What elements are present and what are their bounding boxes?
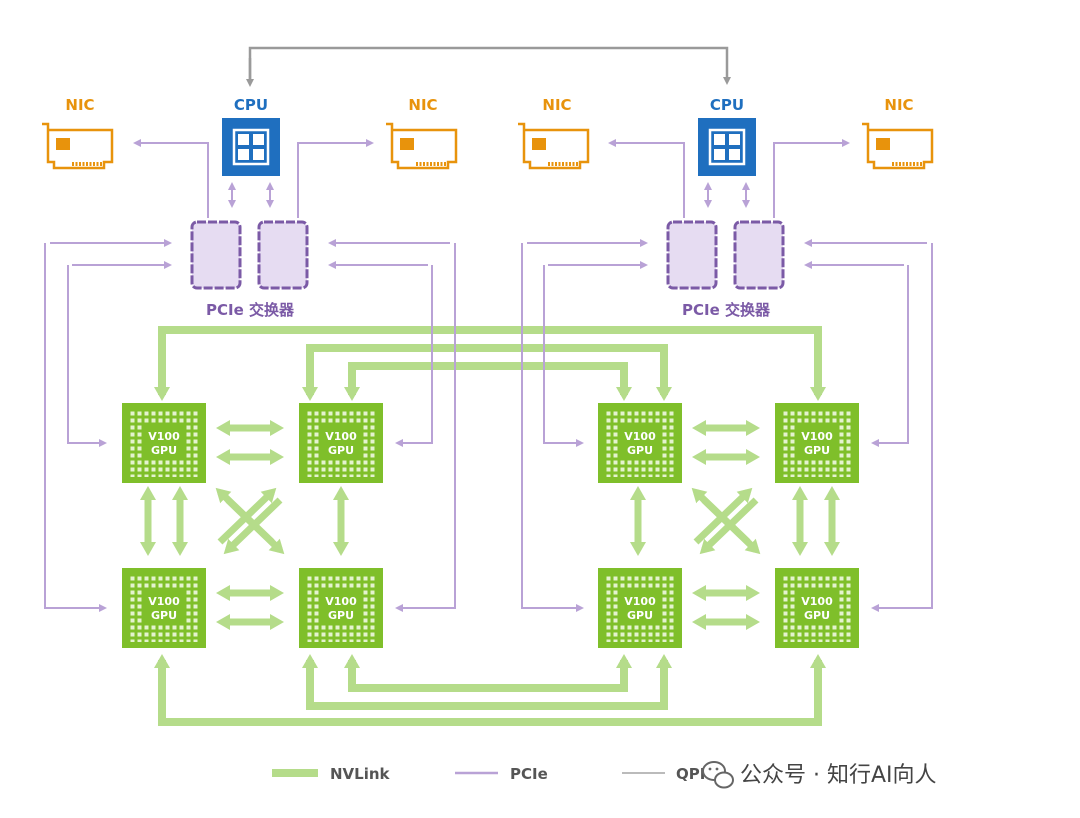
gpu-5-model: V100 (624, 430, 656, 443)
cpu-label-2: CPU (710, 96, 744, 114)
cpu-label-1: CPU (234, 96, 268, 114)
legend-qpi-label: QPI (676, 765, 705, 783)
nic-label-2: NIC (408, 96, 437, 114)
gpu-7-model: V100 (624, 595, 656, 608)
watermark: 公众号 · 知行AI向人 (702, 761, 937, 789)
pcie-switch-label-1: PCIe 交换器 (206, 301, 295, 319)
nvlink-intra-left (140, 420, 349, 630)
nic-label-3: NIC (542, 96, 571, 114)
pcie-links-left (44, 139, 456, 612)
gpu-2-model: V100 (325, 430, 357, 443)
pcie-switch-label-2: PCIe 交换器 (682, 301, 771, 319)
cpu-chip-1 (222, 118, 280, 176)
nic-label-4: NIC (884, 96, 913, 114)
qpi-link (246, 46, 731, 87)
nic-label-1: NIC (65, 96, 94, 114)
gpu-6-type: GPU (804, 444, 830, 457)
gpu-8-type: GPU (804, 609, 830, 622)
gpu-7-type: GPU (627, 609, 653, 622)
pcie-switch-1 (190, 220, 309, 290)
gpu-7: V100 GPU (598, 568, 682, 648)
cpu-chip-2 (698, 118, 756, 176)
legend-nvlink-label: NVLink (330, 765, 391, 783)
watermark-text: 公众号 · 知行AI向人 (740, 763, 937, 788)
gpu-2: V100 GPU (299, 403, 383, 483)
gpu-1: V100 GPU (122, 403, 206, 483)
gpu-1-type: GPU (151, 444, 177, 457)
gpu-4: V100 GPU (299, 568, 383, 648)
wechat-icon (702, 761, 734, 789)
gpu-8-model: V100 (801, 595, 833, 608)
gpu-4-type: GPU (328, 609, 354, 622)
gpu-1-model: V100 (148, 430, 180, 443)
gpu-2-type: GPU (328, 444, 354, 457)
nic-card-1 (42, 122, 114, 170)
nic-card-3 (518, 122, 590, 170)
pcie-switch-2 (666, 220, 785, 290)
legend: NVLink PCIe QPI (272, 765, 705, 783)
nic-card-2 (386, 122, 458, 170)
gpu-4-model: V100 (325, 595, 357, 608)
gpu-3-model: V100 (148, 595, 180, 608)
gpu-6-model: V100 (801, 430, 833, 443)
gpu-5: V100 GPU (598, 403, 682, 483)
pcie-links-right (521, 139, 933, 612)
gpu-3: V100 GPU (122, 568, 206, 648)
nvlink-links (154, 326, 826, 726)
nvlink-intra-right (630, 420, 840, 630)
legend-pcie-label: PCIe (510, 765, 548, 783)
gpu-8: V100 GPU (775, 568, 859, 648)
nic-card-4 (862, 122, 934, 170)
gpu-6: V100 GPU (775, 403, 859, 483)
gpu-3-type: GPU (151, 609, 177, 622)
gpu-5-type: GPU (627, 444, 653, 457)
